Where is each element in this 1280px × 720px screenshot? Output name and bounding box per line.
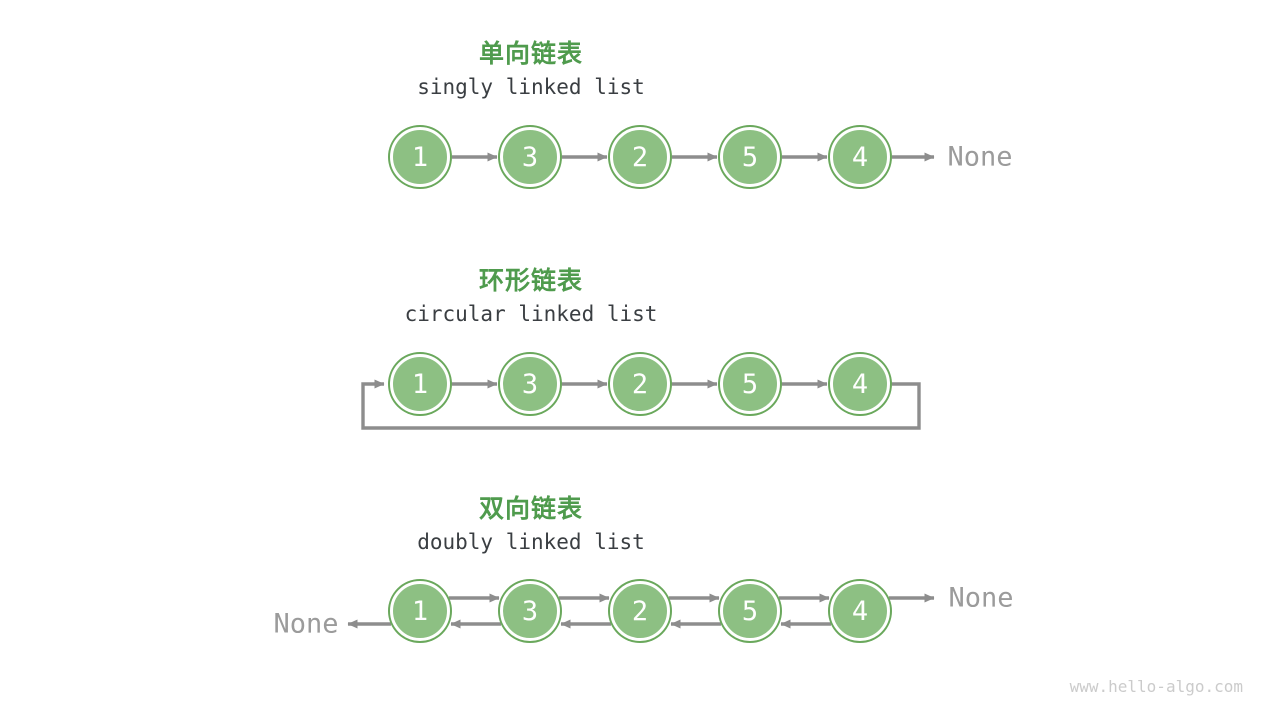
node-value: 5 [741,141,759,173]
none-label: None [947,141,1013,173]
node-value: 2 [631,595,649,627]
node-value: 2 [631,368,649,400]
circular-node: 1 [390,354,450,414]
node-value: 1 [411,368,429,400]
none-label: None [948,582,1014,614]
singly-node: 5 [720,127,780,187]
singly-node: 3 [500,127,560,187]
section-title-zh: 环形链表 [478,267,584,295]
circular-node: 3 [500,354,560,414]
section-subtitle-en: singly linked list [417,75,645,99]
node-value: 3 [521,595,539,627]
node-value: 1 [411,141,429,173]
node-value: 5 [741,595,759,627]
none-label: None [273,608,339,640]
node-value: 1 [411,595,429,627]
doubly-node: 4 [830,581,890,641]
node-value: 2 [631,141,649,173]
circular-node: 2 [610,354,670,414]
cycle-back-arrow [361,379,921,430]
singly-node: 1 [390,127,450,187]
node-value: 4 [851,595,869,627]
circular-node: 4 [830,354,890,414]
singly-node: 4 [830,127,890,187]
watermark: www.hello-algo.com [1069,677,1243,696]
node-value: 3 [521,141,539,173]
section-subtitle-en: doubly linked list [417,530,645,554]
doubly-node: 1 [390,581,450,641]
doubly-node: 3 [500,581,560,641]
node-value: 5 [741,368,759,400]
section-subtitle-en: circular linked list [404,302,658,326]
node-value: 3 [521,368,539,400]
circular-arrows [361,379,921,430]
section-title-zh: 双向链表 [478,495,584,523]
doubly-arrows [347,593,935,629]
section-title-zh: 单向链表 [478,40,584,68]
singly-node: 2 [610,127,670,187]
node-value: 4 [851,141,869,173]
node-value: 4 [851,368,869,400]
circular-node: 5 [720,354,780,414]
doubly-node: 2 [610,581,670,641]
doubly-node: 5 [720,581,780,641]
